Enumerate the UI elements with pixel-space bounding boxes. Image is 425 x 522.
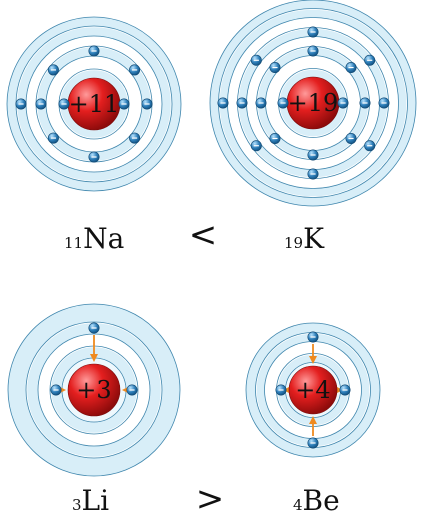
- electron: [364, 54, 376, 66]
- electron: [307, 437, 319, 449]
- electron: [88, 151, 100, 163]
- beryllium-atom-model: +4: [245, 322, 381, 458]
- electron: [359, 97, 371, 109]
- nucleus: [67, 363, 121, 417]
- electron: [50, 384, 62, 396]
- nucleus-charge-label: +19: [288, 89, 339, 117]
- potassium-atom-model: +19: [209, 0, 417, 207]
- nucleus-charge-label: +11: [69, 90, 120, 118]
- electron: [47, 64, 59, 76]
- nucleus: [288, 365, 338, 415]
- less-than-symbol: <: [189, 215, 218, 255]
- electron: [129, 132, 141, 144]
- electron: [269, 62, 281, 74]
- electron: [277, 97, 289, 109]
- electron: [307, 331, 319, 343]
- electron: [15, 98, 27, 110]
- electron: [129, 64, 141, 76]
- beryllium-symbol: Be: [303, 484, 340, 517]
- sodium-label: 11Na: [64, 222, 124, 255]
- nucleus-charge-label: +3: [76, 376, 111, 404]
- potassium-symbol: K: [303, 222, 325, 255]
- electron: [47, 132, 59, 144]
- electron: [236, 97, 248, 109]
- sodium-atomic-number: 11: [64, 234, 83, 252]
- lithium-symbol: Li: [82, 484, 110, 517]
- electron: [250, 140, 262, 152]
- lithium-atom-model: +3: [7, 303, 181, 477]
- nucleus-charge-label: +4: [295, 376, 330, 404]
- electron: [269, 132, 281, 144]
- sodium-atom-model: +11: [6, 16, 182, 192]
- electron: [141, 98, 153, 110]
- electron: [345, 62, 357, 74]
- electron: [250, 54, 262, 66]
- electron: [337, 97, 349, 109]
- electron: [255, 97, 267, 109]
- beryllium-label: 4Be: [293, 484, 340, 517]
- electron: [88, 322, 100, 334]
- potassium-label: 19K: [284, 222, 325, 255]
- potassium-atomic-number: 19: [284, 234, 303, 252]
- electron: [307, 45, 319, 57]
- electron: [307, 26, 319, 38]
- lithium-atomic-number: 3: [72, 496, 82, 514]
- electron: [126, 384, 138, 396]
- electron: [307, 168, 319, 180]
- electron: [217, 97, 229, 109]
- beryllium-atomic-number: 4: [293, 496, 303, 514]
- sodium-symbol: Na: [83, 222, 124, 255]
- electron: [339, 384, 351, 396]
- electron: [88, 45, 100, 57]
- electron: [58, 98, 70, 110]
- electron: [364, 140, 376, 152]
- electron: [275, 384, 287, 396]
- electron: [345, 132, 357, 144]
- electron: [307, 149, 319, 161]
- greater-than-symbol: >: [196, 479, 225, 519]
- electron: [378, 97, 390, 109]
- electron: [118, 98, 130, 110]
- lithium-label: 3Li: [72, 484, 109, 517]
- electron: [35, 98, 47, 110]
